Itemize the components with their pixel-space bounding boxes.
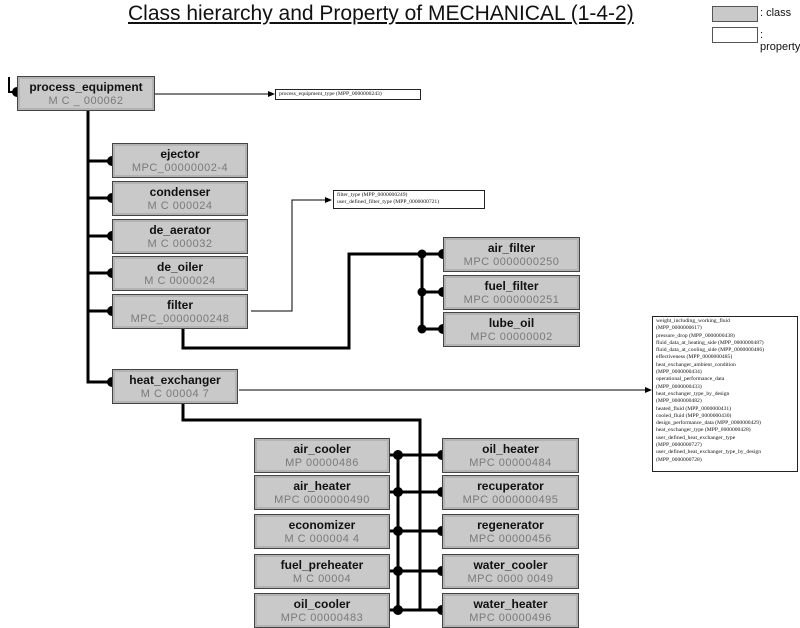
property-item: (MPP_0000000434) xyxy=(656,369,702,376)
property-item: filter_type (MPP_0000000249) xyxy=(337,192,408,198)
legend-property-swatch xyxy=(712,27,758,43)
class-code: MPC 00000456 xyxy=(469,533,552,545)
class-oil-cooler[interactable]: oil_cooler MPC 00000483 xyxy=(254,593,390,628)
legend-class-label: : class xyxy=(760,7,792,19)
property-item: weight_including_working_fluid xyxy=(656,318,730,324)
class-code: MPC 0000 0049 xyxy=(467,573,554,585)
class-code: MPC 00000496 xyxy=(469,612,552,624)
class-name: air_heater xyxy=(293,479,351,493)
property-item: heat_exchanger_ambient_condition xyxy=(656,361,736,368)
property-item: cooled_fluid (MPP_0000000430) xyxy=(656,412,732,419)
property-item: (MPP_0000000728) xyxy=(656,456,702,463)
class-condenser[interactable]: condenser M C 000024 xyxy=(112,181,248,216)
class-name: condenser xyxy=(149,185,211,199)
property-item: design_performance_data (MPP_0000000429) xyxy=(656,420,761,427)
class-name: water_cooler xyxy=(473,558,548,572)
class-code: MPC 0000000490 xyxy=(274,494,370,506)
legend-class-swatch xyxy=(712,6,758,22)
property-box-heat-exchanger: weight_including_working_fluid (MPP_0000… xyxy=(652,316,798,472)
property-item: heat_exchanger_type_by_design xyxy=(656,390,730,397)
property-item: heat_exchanger_type (MPP_0000000428) xyxy=(656,427,751,434)
class-code: M C 00004 xyxy=(292,573,352,585)
class-code: MPC 0000000250 xyxy=(463,256,560,268)
class-code: M C 0000024 xyxy=(144,275,216,287)
class-filter[interactable]: filter MPC_0000000248 xyxy=(112,294,248,329)
property-box-filter: filter_type (MPP_0000000249) user_define… xyxy=(333,190,485,209)
class-code: MPC 0000000495 xyxy=(462,494,559,506)
class-code: M C 000032 xyxy=(147,238,213,250)
property-item: (MPP_0000000482) xyxy=(656,398,702,405)
class-oil-heater[interactable]: oil_heater MPC 00000484 xyxy=(442,438,579,473)
class-code: MPC_00000002-4 xyxy=(131,162,229,174)
property-item: process_equipment_type (MPP_0000000243) xyxy=(279,91,382,97)
class-air-heater[interactable]: air_heater MPC 0000000490 xyxy=(254,475,390,510)
class-code: MPC_0000000248 xyxy=(130,313,230,325)
class-name: fuel_preheater xyxy=(280,558,364,572)
class-name: recuperator xyxy=(477,479,544,493)
property-item: user_defined_heat_exchanger_type_by_desi… xyxy=(656,449,762,456)
property-item: (MPP_0000000617) xyxy=(656,325,702,332)
class-recuperator[interactable]: recuperator MPC 0000000495 xyxy=(442,475,579,510)
class-process-equipment[interactable]: process_equipment M C _ 000062 xyxy=(17,76,155,111)
class-water-heater[interactable]: water_heater MPC 00000496 xyxy=(442,593,579,628)
class-code: M C _ 000062 xyxy=(48,95,124,107)
class-name: economizer xyxy=(288,518,356,532)
class-lube-oil[interactable]: lube_oil MPC 00000002 xyxy=(443,312,580,347)
class-name: process_equipment xyxy=(29,80,143,94)
class-name: oil_heater xyxy=(482,442,539,456)
legend-property-label: : property xyxy=(760,29,800,53)
class-air-filter[interactable]: air_filter MPC 0000000250 xyxy=(443,237,580,272)
property-box-process-equipment: process_equipment_type (MPP_0000000243) xyxy=(275,89,421,100)
class-name: ejector xyxy=(160,147,200,161)
property-item: operational_performance_data xyxy=(656,376,725,383)
property-item: user_defined_heat_exchanger_type xyxy=(656,434,736,441)
class-water-cooler[interactable]: water_cooler MPC 0000 0049 xyxy=(442,554,579,589)
class-name: air_filter xyxy=(487,241,536,255)
class-heat-exchanger[interactable]: heat_exchanger M C 00004 7 xyxy=(112,369,238,404)
property-item: fluid_data_at_cooling_side (MPP_00000004… xyxy=(656,347,764,354)
class-name: water_heater xyxy=(473,597,548,611)
class-name: filter xyxy=(166,298,193,312)
property-item: fluid_data_at_heating_side (MPP_00000004… xyxy=(656,339,764,346)
class-code: MPC 00000484 xyxy=(469,457,552,469)
class-ejector[interactable]: ejector MPC_00000002-4 xyxy=(112,143,248,178)
class-code: M C 000024 xyxy=(147,200,213,212)
class-code: MPC 0000000251 xyxy=(463,294,560,306)
property-item: (MPP_0000000433) xyxy=(656,383,702,390)
class-economizer[interactable]: economizer M C 000004 4 xyxy=(254,514,390,549)
class-regenerator[interactable]: regenerator MPC 00000456 xyxy=(442,514,579,549)
class-name: de_oiler xyxy=(156,260,204,274)
property-item: user_defined_filter_type (MPP_0000000721… xyxy=(337,199,440,206)
property-item: (MPP_0000000727) xyxy=(656,442,702,449)
class-name: de_aerator xyxy=(149,223,211,237)
class-code: MPC 00000483 xyxy=(280,612,364,624)
class-fuel-filter[interactable]: fuel_filter MPC 0000000251 xyxy=(443,275,580,310)
class-code: M C 000004 4 xyxy=(284,533,360,545)
class-name: lube_oil xyxy=(488,316,535,330)
class-de-oiler[interactable]: de_oiler M C 0000024 xyxy=(112,256,248,291)
class-name: regenerator xyxy=(477,518,544,532)
class-code: M C 00004 7 xyxy=(140,388,210,400)
property-item: effectiveness (MPP_0000000485) xyxy=(656,354,733,361)
class-fuel-preheater[interactable]: fuel_preheater M C 00004 xyxy=(254,554,390,589)
class-de-aerator[interactable]: de_aerator M C 000032 xyxy=(112,219,248,254)
property-item: heated_fluid (MPP_0000000431) xyxy=(656,405,732,412)
class-code: MP 00000486 xyxy=(285,457,359,469)
class-name: air_cooler xyxy=(293,442,351,456)
class-code: MPC 00000002 xyxy=(470,331,553,343)
class-name: oil_cooler xyxy=(293,597,351,611)
class-name: fuel_filter xyxy=(484,279,539,293)
class-air-cooler[interactable]: air_cooler MP 00000486 xyxy=(254,438,390,473)
class-name: heat_exchanger xyxy=(129,373,221,387)
diagram-title: Class hierarchy and Property of MECHANIC… xyxy=(128,2,634,25)
property-item: pressure_drop (MPP_0000000438) xyxy=(656,332,735,339)
